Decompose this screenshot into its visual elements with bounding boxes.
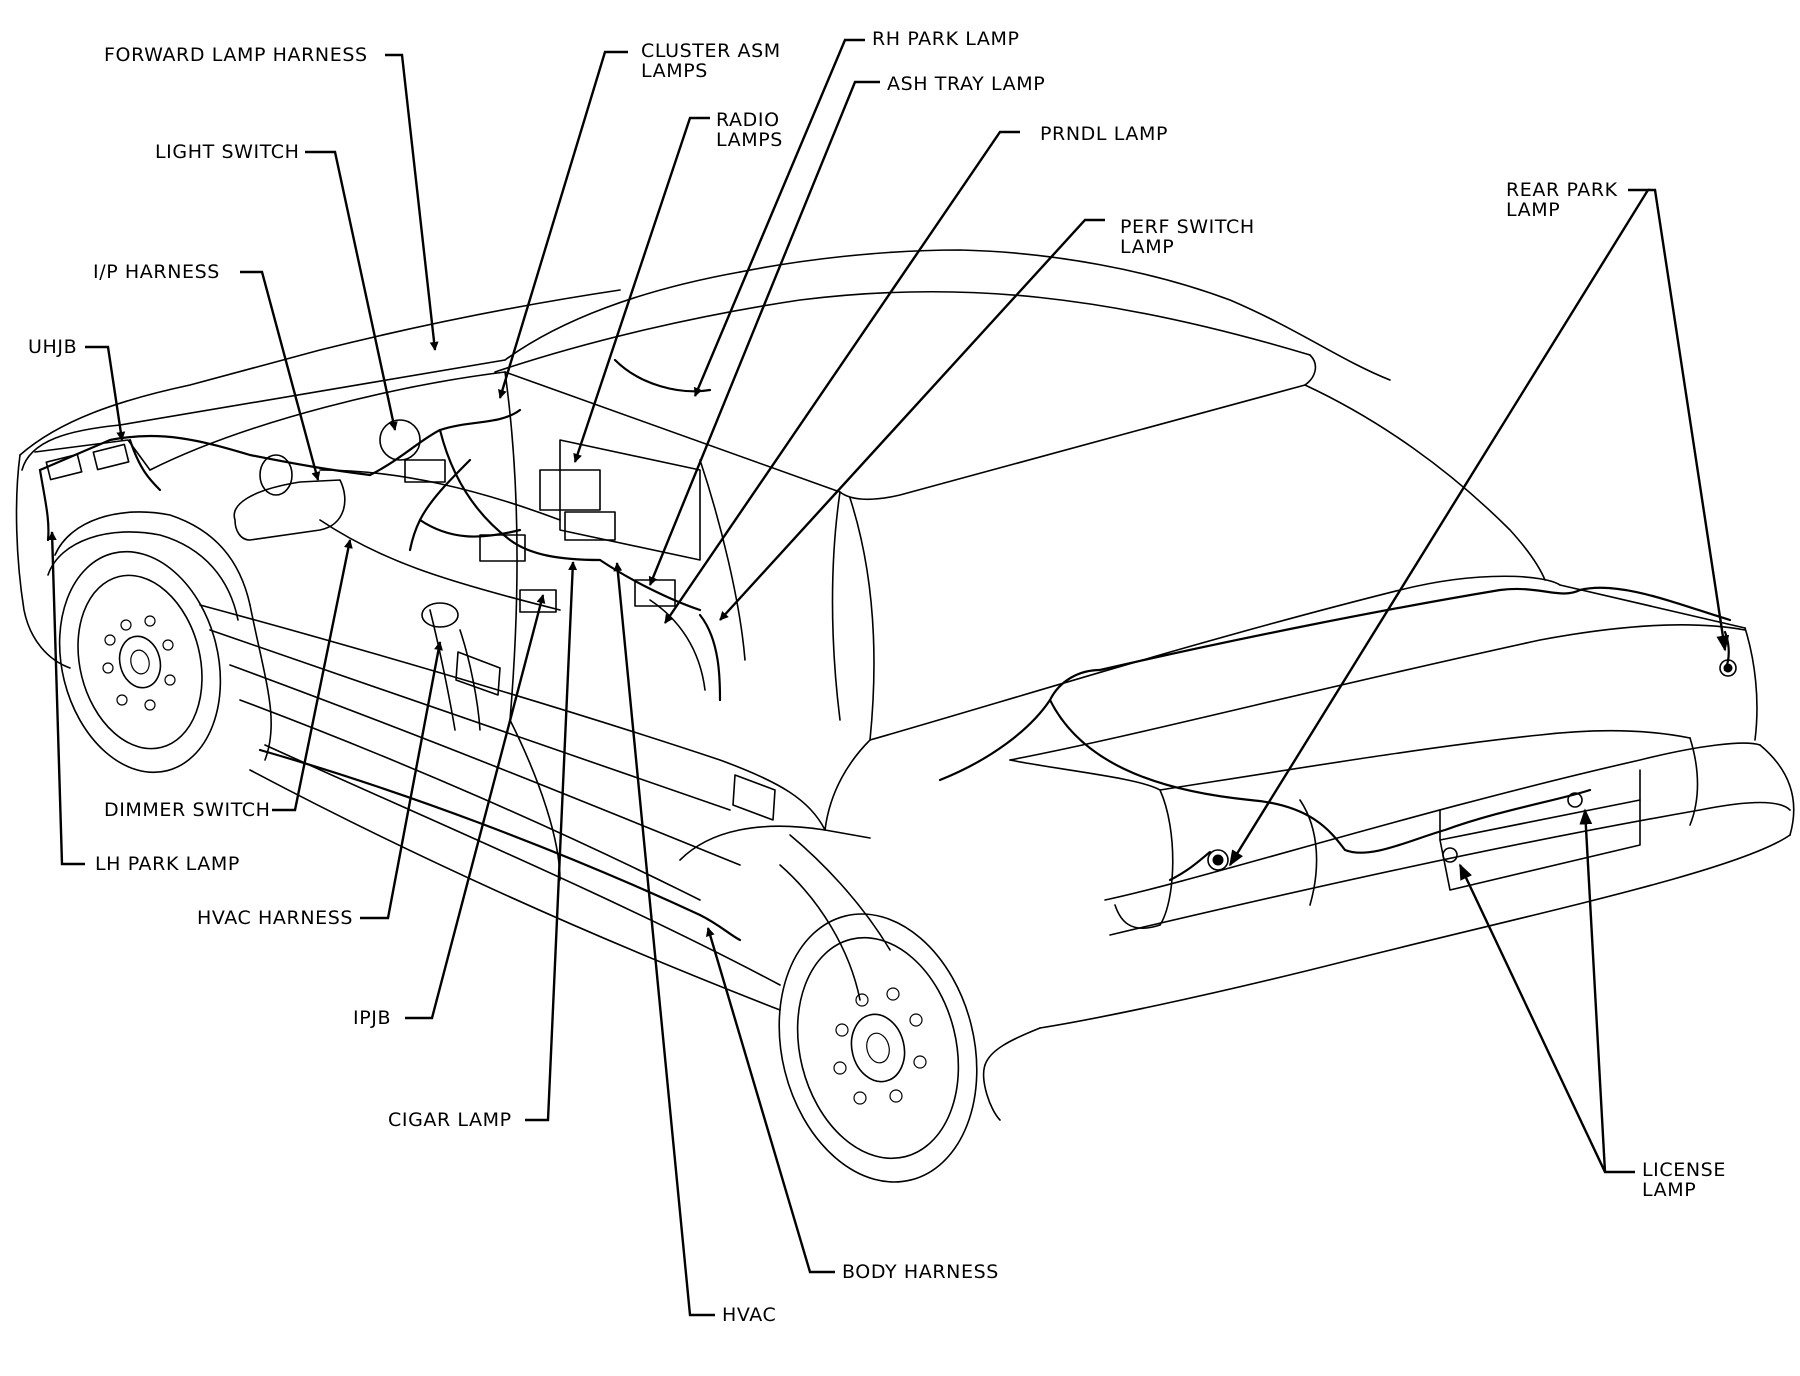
- leader-lines: [47, 38, 1730, 1317]
- leader-forward-lamp-harness: [385, 53, 439, 351]
- leader-rh-park-lamp: [693, 38, 865, 397]
- label-cigar-lamp: CIGAR LAMP: [388, 1109, 512, 1131]
- leader-cluster-asm-lamps: [498, 50, 628, 399]
- leader-light-switch: [305, 150, 398, 431]
- car-body: [15, 249, 1795, 1121]
- label-dimmer-switch: DIMMER SWITCH: [104, 799, 271, 821]
- leader-ash-tray-lamp: [648, 80, 880, 586]
- label-hvac: HVAC: [722, 1304, 776, 1326]
- leader-rear-park-lamp-b: [1648, 188, 1730, 652]
- label-ipjb: IPJB: [353, 1007, 391, 1029]
- leader-ipjb: [405, 594, 546, 1020]
- label-rear-park-lamp-2: LAMP: [1506, 199, 1560, 221]
- label-perf-switch-lamp-2: LAMP: [1120, 236, 1174, 258]
- components: [45, 419, 1737, 871]
- harness-wires: [38, 358, 1732, 942]
- leader-lh-park-lamp: [47, 531, 85, 866]
- label-radio-lamps: RADIO: [716, 109, 780, 131]
- front-wheel: [58, 550, 222, 774]
- label-license-lamp-2: LAMP: [1642, 1179, 1696, 1201]
- label-uhjb: UHJB: [28, 336, 77, 358]
- leader-rear-park-lamp-a: [1228, 188, 1651, 867]
- label-radio-lamps-2: LAMPS: [716, 129, 783, 151]
- leader-hvac-harness: [360, 641, 443, 920]
- leader-prndl-lamp: [664, 130, 1020, 624]
- rear-wheel: [778, 913, 978, 1183]
- label-prndl-lamp: PRNDL LAMP: [1040, 123, 1168, 145]
- label-ash-tray-lamp: ASH TRAY LAMP: [887, 73, 1045, 95]
- label-license-lamp: LICENSE: [1642, 1159, 1726, 1181]
- leader-hvac: [613, 562, 715, 1317]
- label-rh-park-lamp: RH PARK LAMP: [872, 28, 1020, 50]
- leader-body-harness: [705, 927, 835, 1274]
- leader-cigar-lamp: [525, 561, 578, 1122]
- label-ip-harness: I/P HARNESS: [93, 261, 220, 283]
- leader-perf-switch-lamp: [719, 218, 1105, 621]
- leader-license-lamp-b: [1579, 808, 1607, 1173]
- label-rear-park-lamp: REAR PARK: [1506, 179, 1618, 201]
- label-cluster-asm-lamps-2: LAMPS: [641, 60, 708, 82]
- label-hvac-harness: HVAC HARNESS: [197, 907, 353, 929]
- label-forward-lamp-harness: FORWARD LAMP HARNESS: [104, 44, 368, 66]
- label-body-harness: BODY HARNESS: [842, 1261, 999, 1283]
- leader-uhjb: [85, 345, 126, 441]
- label-cluster-asm-lamps: CLUSTER ASM: [641, 40, 781, 62]
- leader-radio-lamps: [573, 116, 710, 463]
- leader-dimmer-switch: [272, 539, 353, 812]
- leader-ip-harness: [240, 270, 321, 481]
- label-light-switch: LIGHT SWITCH: [155, 141, 300, 163]
- label-perf-switch-lamp: PERF SWITCH: [1120, 216, 1255, 238]
- label-lh-park-lamp: LH PARK LAMP: [95, 853, 240, 875]
- callout-labels: FORWARD LAMP HARNESS CLUSTER ASM LAMPS R…: [28, 28, 1726, 1326]
